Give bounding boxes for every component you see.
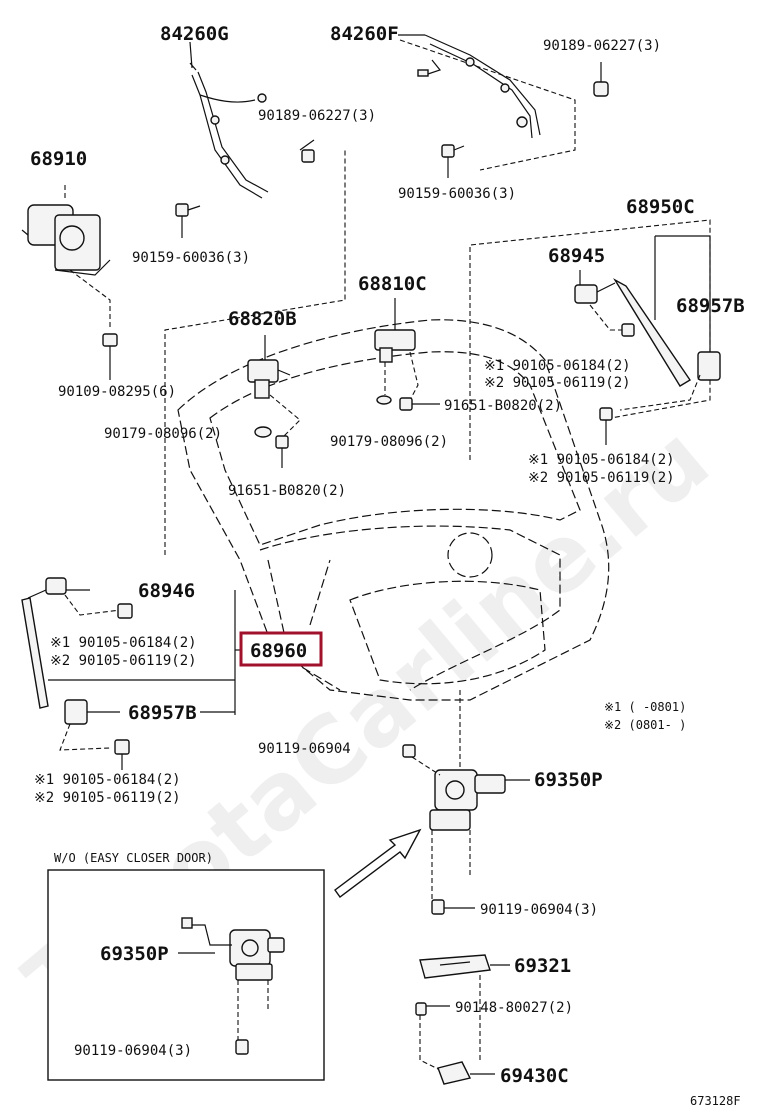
label-91651-right: 91651-B0820(2) — [444, 398, 562, 414]
hinge-68820B — [247, 359, 291, 399]
inset-arrow-icon — [334, 828, 422, 898]
top-box — [399, 39, 576, 171]
label-68957B-right: 68957B — [676, 295, 745, 317]
screw-icon — [415, 1002, 427, 1016]
highlight-box — [239, 631, 323, 667]
label-90119-top: 90119-06904 — [258, 741, 351, 757]
label-69430C: 69430C — [500, 1065, 569, 1087]
inset-title: W/O (EASY CLOSER DOOR) — [54, 851, 213, 865]
label-90179-left: 90179-08096(2) — [104, 426, 222, 442]
right-box — [469, 219, 711, 460]
strut-68950C — [574, 278, 691, 387]
label-90105-left-a1: ※1 90105-06184(2) — [50, 635, 197, 651]
label-68957B-left: 68957B — [128, 702, 197, 724]
label-84260G: 84260G — [160, 23, 229, 45]
nut-icon — [376, 395, 392, 405]
wire-harness-84260G — [189, 41, 269, 199]
label-90189-right: 90189-06227(3) — [543, 38, 661, 54]
label-90105-right-a1: ※1 90105-06184(2) — [484, 358, 631, 374]
label-68910: 68910 — [30, 148, 87, 170]
label-90159-right: 90159-60036(3) — [398, 186, 516, 202]
screw-icon — [441, 144, 465, 158]
bolt-icon — [399, 397, 413, 411]
label-90105-left-b2: ※2 90105-06119(2) — [34, 790, 181, 806]
label-84260F: 84260F — [330, 23, 399, 45]
back-door-outline — [177, 319, 610, 701]
label-91651-left: 91651-B0820(2) — [228, 483, 346, 499]
label-90119-inset: 90119-06904(3) — [74, 1043, 192, 1059]
bolt-icon — [402, 744, 416, 758]
cover-69321 — [419, 954, 491, 979]
bolt-icon — [275, 435, 289, 449]
bolt-icon — [102, 333, 118, 362]
bolt-icon — [117, 603, 133, 619]
label-90109: 90109-08295(6) — [58, 384, 176, 400]
label-68960[interactable]: 68960 — [250, 640, 307, 662]
bracket-68957B — [64, 699, 88, 725]
bracket-68957B — [697, 351, 721, 381]
inset-box — [47, 869, 325, 1081]
clip-icon — [301, 149, 315, 163]
bolt-icon — [621, 323, 635, 337]
latch-69350P — [429, 769, 506, 831]
label-69350P-inset: 69350P — [100, 943, 169, 965]
label-90105-right-b2: ※2 90105-06119(2) — [528, 470, 675, 486]
lock-motor-68910 — [21, 185, 111, 276]
label-90105-right-b1: ※1 90105-06184(2) — [528, 452, 675, 468]
striker-69430C — [437, 1061, 472, 1085]
label-69321: 69321 — [514, 955, 571, 977]
hinge-68810C — [374, 329, 416, 363]
label-90189-left: 90189-06227(3) — [258, 108, 376, 124]
label-90105-left-b1: ※1 90105-06184(2) — [34, 772, 181, 788]
label-69350P-main: 69350P — [534, 769, 603, 791]
nut-icon — [254, 426, 272, 438]
left-box — [164, 150, 346, 555]
label-68950C: 68950C — [626, 196, 695, 218]
clip-icon — [593, 81, 609, 97]
label-68820B: 68820B — [228, 308, 297, 330]
label-90119-mid: 90119-06904(3) — [480, 902, 598, 918]
label-90148: 90148-80027(2) — [455, 1000, 573, 1016]
label-90105-left-a2: ※2 90105-06119(2) — [50, 653, 197, 669]
strut-68960 — [21, 577, 67, 709]
label-68946: 68946 — [138, 580, 195, 602]
bolt-icon — [431, 899, 445, 915]
label-90179-right: 90179-08096(2) — [330, 434, 448, 450]
bolt-icon — [599, 407, 613, 421]
label-90105-right-a2: ※2 90105-06119(2) — [484, 375, 631, 391]
label-68945: 68945 — [548, 245, 605, 267]
legend-note-2: ※2 (0801- ) — [604, 718, 686, 732]
legend-note-1: ※1 ( -0801) — [604, 700, 686, 714]
wire-harness-84260F — [398, 34, 541, 139]
label-68810C: 68810C — [358, 273, 427, 295]
bolt-icon — [114, 739, 130, 755]
bolt-icon — [235, 1039, 249, 1055]
screw-icon — [175, 203, 201, 217]
diagram-code: 673128F — [690, 1094, 741, 1108]
inset-latch — [181, 917, 285, 981]
label-90159-left: 90159-60036(3) — [132, 250, 250, 266]
